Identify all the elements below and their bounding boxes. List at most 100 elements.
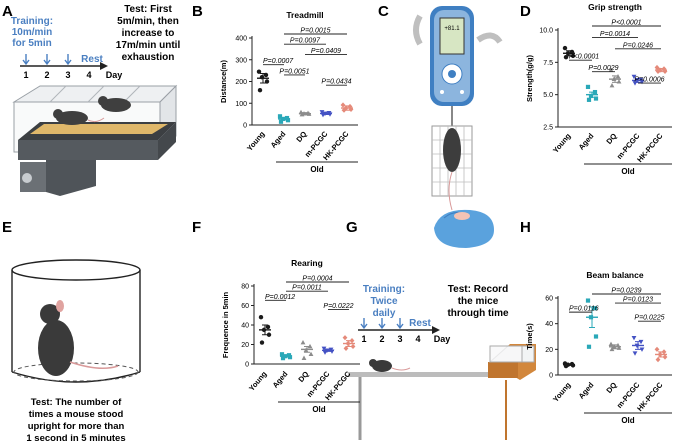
- panel-g-training-arrow-1: [360, 318, 368, 330]
- chart-title: Rearing: [291, 258, 323, 268]
- data-point-young: [257, 88, 263, 93]
- panel-a-day-label: Day: [106, 70, 123, 80]
- p-value-label: P=0.0434: [321, 79, 351, 86]
- error-bar-aged: [589, 306, 595, 329]
- p-value-label: P=0.0409: [311, 48, 341, 55]
- panel-a-day-tick-2: 2: [44, 70, 49, 80]
- panel-c-letter: C: [378, 3, 389, 20]
- data-point-dq: [308, 351, 314, 357]
- y-tick-label: 2.5: [543, 125, 553, 132]
- data-point-hk-pcgc: [654, 346, 660, 352]
- error-bar-hk-pcgc: [344, 105, 350, 111]
- y-tick-label: 10.0: [539, 28, 553, 35]
- old-group-label: Old: [312, 405, 325, 414]
- p-value-label: P<0.0001: [611, 20, 641, 27]
- category-label-aged: Aged: [577, 131, 596, 151]
- error-bar-m-pcgc: [325, 348, 331, 352]
- panel-a-timeline-arrowhead: [100, 62, 108, 70]
- panel-e-caption-line-1: Test: The number of: [31, 397, 122, 408]
- beam-balance-illustration: [348, 344, 536, 440]
- panel-d-letter: D: [520, 3, 531, 20]
- data-point-m-pcgc: [631, 74, 637, 80]
- error-bar-young: [566, 363, 572, 366]
- data-point-m-pcgc: [321, 346, 327, 351]
- panel-e: E Test: The number of times a mouse stoo…: [2, 219, 141, 444]
- panel-c: C +81.1: [378, 3, 503, 248]
- panel-g-training-arrow-2: [378, 318, 386, 330]
- data-point-aged: [592, 306, 598, 311]
- category-label-young: Young: [247, 369, 269, 393]
- category-label-aged: Aged: [271, 369, 290, 389]
- y-axis-label: Distance(m): [219, 60, 228, 103]
- data-point-aged: [280, 356, 286, 361]
- p-value-label: P=0.0029: [588, 65, 618, 72]
- panel-a-training-line-1: Training:: [11, 16, 53, 27]
- p-value-label: P<0.0001: [569, 54, 599, 61]
- chart-title: Beam balance: [586, 270, 643, 280]
- error-bar-hk-pcgc: [658, 351, 664, 358]
- panel-f-letter: F: [192, 219, 201, 236]
- panel-g-test-line-2: the mice: [458, 296, 499, 307]
- y-axis-label: Frequence in 5min: [221, 291, 230, 358]
- y-tick-label: 7.5: [543, 60, 553, 67]
- data-point-young: [562, 45, 568, 51]
- p-value-label: P=0.0097: [290, 38, 321, 45]
- y-tick-label: 0: [549, 373, 553, 380]
- data-point-hk-pcgc: [342, 335, 348, 341]
- panel-a-test-line-3: increase to: [122, 28, 175, 39]
- data-point-young: [265, 324, 271, 330]
- p-value-label: P=0.0004: [302, 276, 332, 283]
- y-tick-label: 40: [241, 323, 249, 330]
- panel-g-day-label: Day: [434, 334, 451, 344]
- error-bar-dq: [612, 344, 618, 350]
- panel-g-training-line-3: daily: [373, 308, 396, 319]
- category-label-dq: DQ: [604, 131, 618, 146]
- y-tick-label: 60: [545, 296, 553, 303]
- rearing-cylinder-illustration: [11, 259, 141, 383]
- p-value-label: P=0.0014: [600, 31, 630, 38]
- y-tick-label: 200: [235, 79, 247, 86]
- p-value-label: P=0.0051: [279, 68, 309, 75]
- panel-e-caption-line-3: upright for more than: [28, 421, 125, 432]
- y-tick-label: 40: [545, 321, 553, 328]
- panel-g-training-line-2: Twice: [370, 296, 397, 307]
- y-tick-label: 0: [245, 362, 249, 369]
- data-point-young: [258, 315, 264, 320]
- error-bar-young: [566, 50, 572, 57]
- chart-title: Treadmill: [286, 10, 323, 20]
- data-point-dq: [609, 83, 615, 88]
- p-value-label: P=0.0007: [263, 58, 294, 65]
- panel-a-day-tick-4: 4: [86, 70, 91, 80]
- panel-a-day-tick-1: 1: [23, 70, 28, 80]
- data-point-hk-pcgc: [662, 354, 668, 360]
- p-value-label: P=0.0246: [623, 42, 653, 49]
- category-label-dq: DQ: [296, 369, 310, 384]
- data-point-dq: [608, 67, 614, 72]
- panel-a-training-line-3: for 5min: [12, 38, 51, 49]
- category-label-dq: DQ: [294, 129, 308, 144]
- data-point-hk-pcgc: [343, 345, 349, 351]
- y-tick-label: 5.0: [543, 92, 553, 99]
- error-bar-hk-pcgc: [346, 340, 352, 347]
- data-point-dq: [301, 355, 307, 360]
- error-bar-aged: [281, 117, 287, 121]
- error-bar-aged: [589, 91, 595, 98]
- data-point-hk-pcgc: [350, 343, 356, 350]
- old-group-label: Old: [621, 416, 634, 425]
- panel-g-letter: G: [346, 219, 358, 236]
- p-value-label: P=0.0006: [634, 77, 664, 84]
- error-bar-young: [262, 324, 268, 336]
- p-value-label: P=0.0225: [634, 315, 664, 322]
- panel-e-caption-line-4: 1 second in 5 minutes: [26, 433, 125, 444]
- p-value-label: P=0.0222: [323, 303, 353, 310]
- data-point-aged: [277, 114, 283, 119]
- panel-a: A Training: 10m/min for 5min Rest 1 2 3 …: [2, 3, 180, 196]
- panel-g-test-line-1: Test: Record: [448, 284, 508, 295]
- panel-a-training-arrow-3: [64, 54, 72, 66]
- panel-b-letter: B: [192, 3, 203, 20]
- panel-a-test-line-4: 17m/min until: [116, 40, 181, 51]
- data-point-young: [256, 69, 262, 74]
